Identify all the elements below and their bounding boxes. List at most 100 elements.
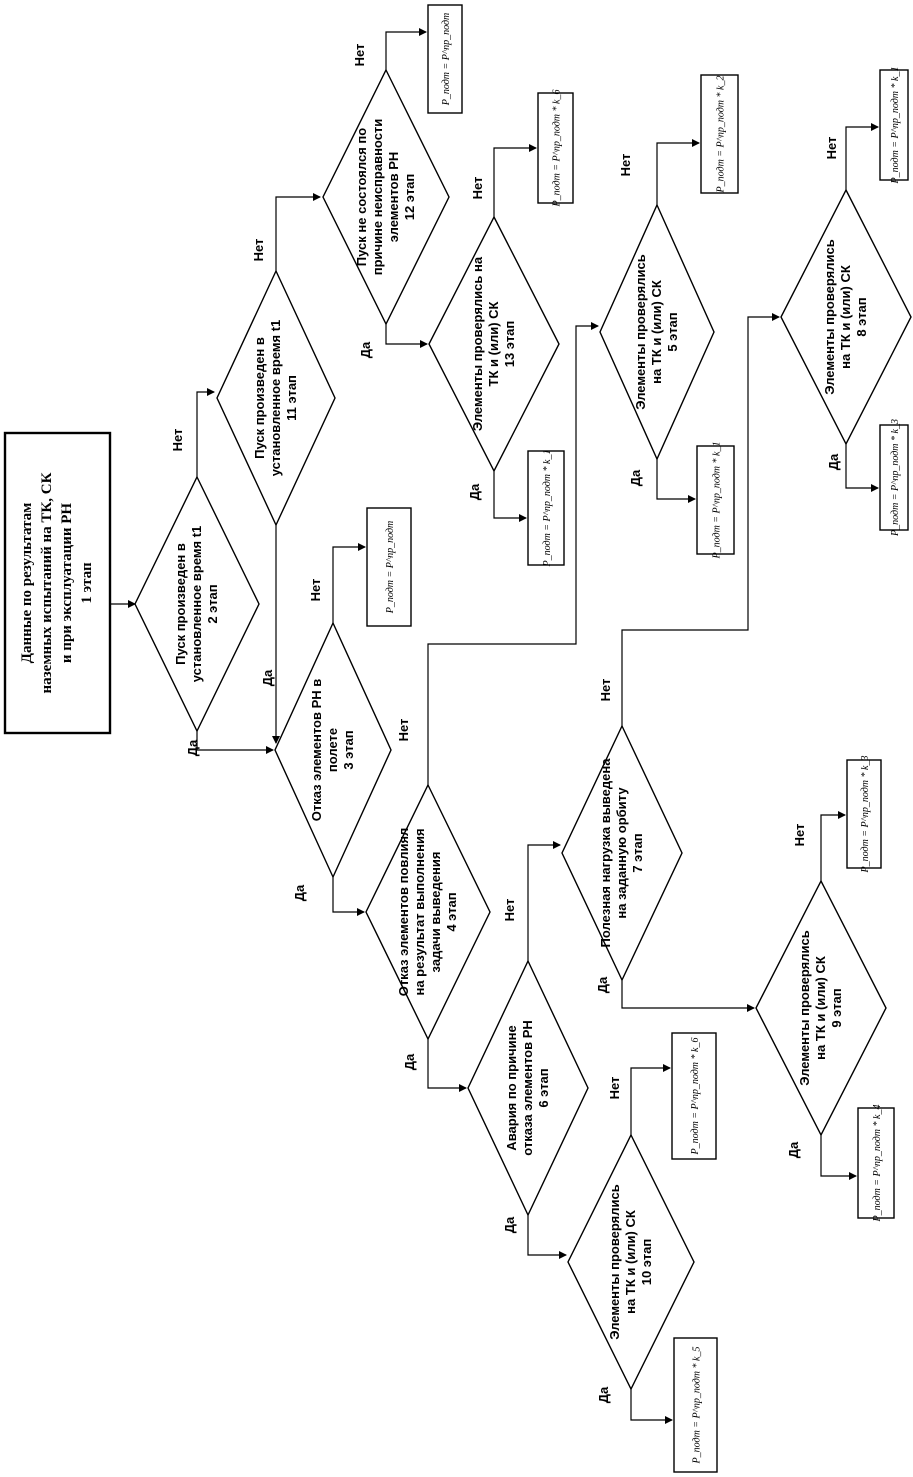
decision-text-d10-line: Элементы проверялись (607, 1184, 622, 1339)
branch-label-text: Нет (308, 579, 323, 602)
connector-23 (820, 1135, 857, 1180)
result-r4: P_подт = P^пр_подт * k_1 (527, 450, 565, 568)
branch-label-text: Нет (251, 239, 266, 262)
result-formula-r1: P_подт = P^пр_подт (441, 13, 452, 106)
result-r2: P_подт = P^пр_подт (366, 507, 412, 627)
yes-label: Да (260, 669, 275, 686)
connector-11 (332, 877, 365, 916)
yes-label: Да (185, 739, 200, 756)
result-r1: P_подт = P^пр_подт (427, 4, 463, 114)
result-formula-r5-line: P_подт = P^пр_подт * k_2 (716, 76, 727, 194)
result-formula-r3: P_подт = P^пр_подт * k_6 (552, 90, 563, 208)
decision-text-d11-line: 11 этап (284, 375, 299, 421)
yes-label: Да (402, 1053, 417, 1070)
connector-7 (385, 324, 428, 348)
yes-label: Да (786, 1141, 801, 1158)
decision-text-d7-line: на заданную орбиту (614, 787, 629, 919)
decision-text-d5-line: 5 этап (665, 312, 680, 351)
connector-4 (275, 193, 321, 271)
connector-16 (656, 139, 700, 205)
no-label: Нет (251, 239, 266, 262)
yes-label: Да (826, 453, 841, 470)
decision-diamond (274, 621, 392, 879)
decision-diamond (561, 724, 683, 982)
result-box (673, 1337, 718, 1473)
decision-text-d2-line: Пуск произведен в (173, 543, 188, 665)
decision-diamond (567, 1133, 695, 1391)
result-box (846, 759, 882, 869)
decision-text-d12-line: Пуск не состоялся по (354, 128, 369, 266)
result-box (427, 4, 463, 114)
decision-text-d13-line: 13 этап (502, 321, 517, 368)
branch-label-text: Да (185, 739, 200, 756)
no-label: Нет (607, 1077, 622, 1100)
start-text-line: наземных испытаний на ТК, СК (39, 472, 55, 693)
connector-21 (845, 444, 879, 492)
decision-text-d4-line: 4 этап (444, 892, 459, 931)
decision-text-d3-line: полете (325, 728, 340, 772)
result-formula-r5: P_подт = P^пр_подт * k_2 (716, 76, 727, 194)
result-formula-r4: P_подт = P^пр_подт * k_1 (542, 450, 553, 568)
branch-label-text: Нет (352, 44, 367, 67)
decision-diamond (134, 475, 260, 733)
connector-19 (621, 980, 755, 1012)
connector-12 (427, 322, 599, 785)
connector-22 (820, 811, 846, 881)
decision-text-d9-line: Элементы проверялись (797, 930, 812, 1085)
branch-label-text: Да (358, 341, 373, 358)
decision-text-d7-line: 7 этап (630, 833, 645, 872)
branch-label-text: Нет (598, 679, 613, 702)
no-label: Нет (470, 177, 485, 200)
result-box (879, 69, 909, 181)
decision-text-d3-line: 3 этап (341, 730, 356, 769)
no-label: Нет (396, 719, 411, 742)
branch-label-text: Нет (396, 719, 411, 742)
branch-label-text: Нет (502, 899, 517, 922)
result-formula-r8-line: P_подт = P^пр_подт * k_1 (890, 67, 901, 185)
yes-label: Да (358, 341, 373, 358)
decision-text-d2-line: 2 этап (205, 584, 220, 623)
decision-text-d8-line: 8 этап (854, 297, 869, 336)
yes-label: Да (467, 483, 482, 500)
branch-label-text: Да (786, 1141, 801, 1158)
decision-text-d8-line: Элементы проверялись (822, 239, 837, 394)
branch-label-text: Да (292, 884, 307, 901)
connector-15 (527, 1215, 567, 1259)
decision-text-d3-line: Отказ элементов РН в (309, 679, 324, 822)
no-label: Нет (170, 429, 185, 452)
start-text-line: Данные по результатам (19, 503, 35, 664)
yes-label: Да (292, 884, 307, 901)
connector-18 (621, 313, 780, 726)
branch-label-text: Да (628, 469, 643, 486)
result-r5: P_подт = P^пр_подт * k_2 (700, 74, 739, 194)
result-r8: P_подт = P^пр_подт * k_1 (879, 67, 909, 185)
result-formula-r4-line: P_подт = P^пр_подт * k_1 (542, 450, 553, 568)
result-r7: P_подт = P^пр_подт * k_3 (846, 756, 882, 873)
result-formula-r3-line: P_подт = P^пр_подт * k_6 (552, 90, 563, 208)
result-box (700, 74, 739, 194)
result-formula-r6: P_подт = P^пр_подт * k_1 (712, 442, 723, 560)
result-formula-r10-line: P_подт = P^пр_подт * k_4 (872, 1105, 883, 1223)
connector-25 (630, 1389, 673, 1424)
branch-label-text: Нет (792, 824, 807, 847)
no-label: Нет (308, 579, 323, 602)
result-box (696, 445, 735, 555)
result-r3: P_подт = P^пр_подт * k_6 (537, 90, 574, 208)
decision-text-d4-line: на результат выполнения (412, 828, 427, 995)
result-formula-r9: P_подт = P^пр_подт * k_3 (890, 419, 901, 537)
decision-text-d6-line: 6 этап (536, 1068, 551, 1107)
result-formula-r1-line: P_подт = P^пр_подт (441, 13, 452, 106)
start-box (3, 431, 112, 735)
